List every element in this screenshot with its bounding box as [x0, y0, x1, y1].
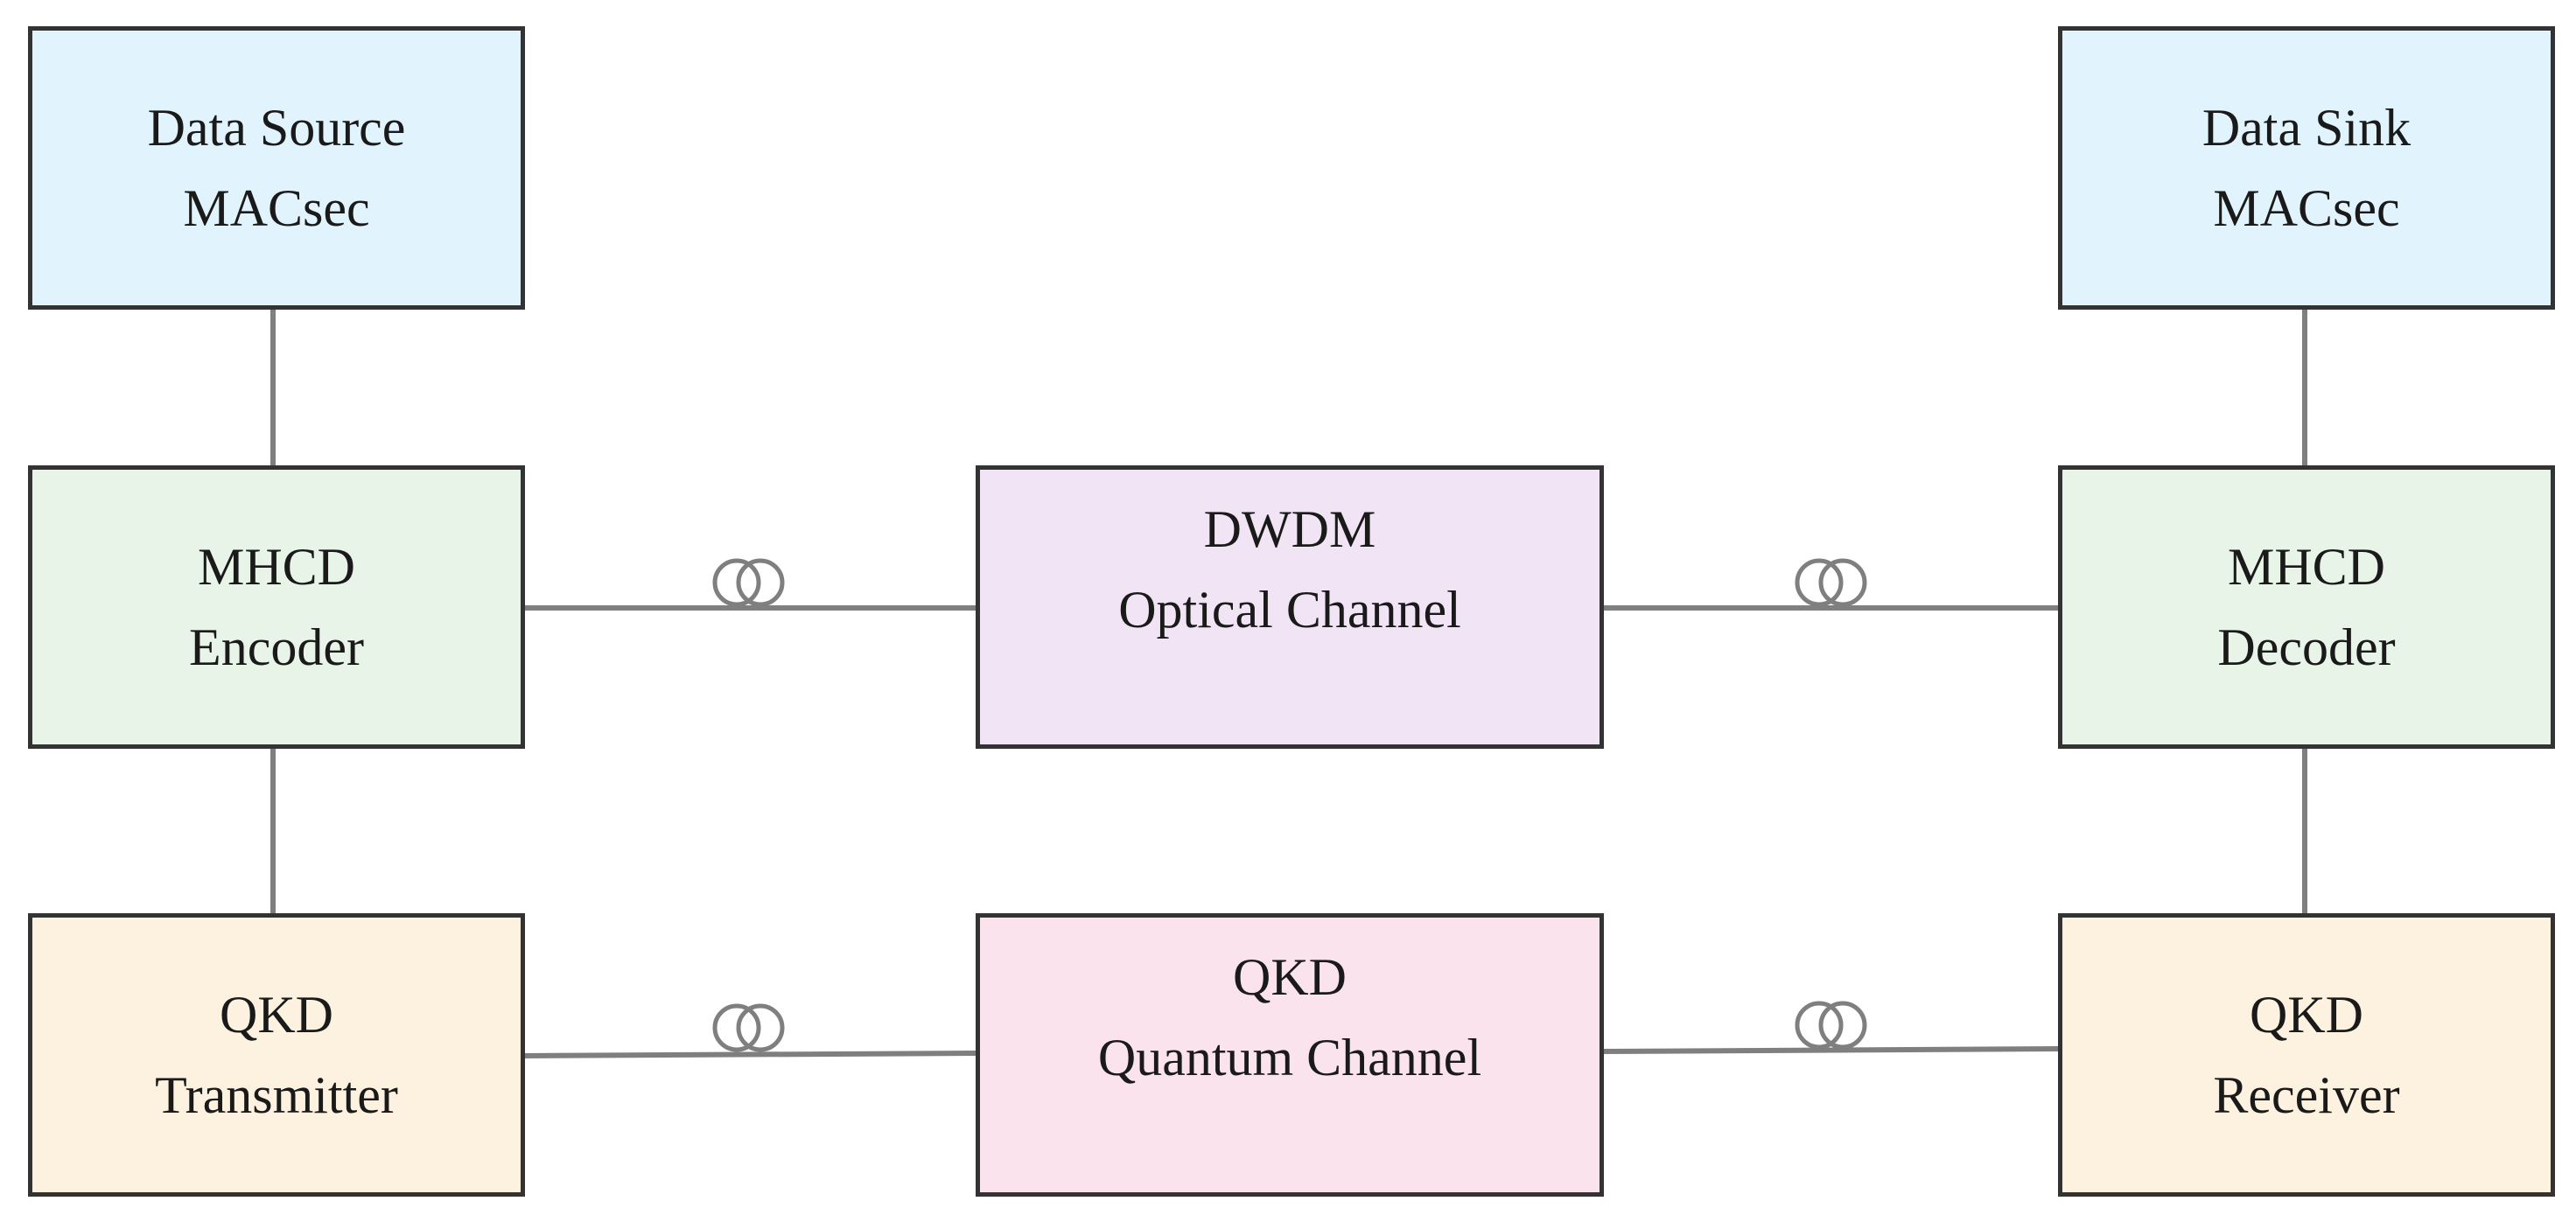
qkd-receiver-sublabel: Receiver [2213, 1066, 2400, 1124]
dwdm-label: DWDM [1203, 500, 1376, 558]
fiber-spool-icon [1795, 1001, 1867, 1050]
data-source-block: Data Source MACsec [28, 26, 525, 310]
fiber-link-transmitter-quantum [524, 1051, 976, 1058]
fiber-spool-icon [1795, 558, 1867, 607]
fiber-link-quantum-receiver [1603, 1046, 2059, 1054]
data-sink-block: Data Sink MACsec [2058, 26, 2555, 310]
dwdm-optical-channel-block: DWDM Optical Channel [976, 465, 1604, 749]
mhcd-decoder-label: MHCD [2227, 538, 2386, 596]
data-sink-label: Data Sink [2202, 99, 2412, 157]
fiber-spool-icon [712, 1003, 785, 1052]
qkd-receiver-label: QKD [2250, 986, 2363, 1044]
qkd-receiver-block: QKD Receiver [2058, 913, 2555, 1197]
mhcd-encoder-block: MHCD Encoder [28, 465, 525, 749]
mhcd-encoder-sublabel: Encoder [189, 618, 364, 676]
mhcd-encoder-label: MHCD [197, 538, 356, 596]
qkd-quantum-channel-block: QKD Quantum Channel [976, 913, 1604, 1197]
mhcd-decoder-sublabel: Decoder [2217, 618, 2396, 676]
data-source-sublabel: MACsec [183, 179, 370, 237]
qkd-transmitter-block: QKD Transmitter [28, 913, 525, 1197]
dwdm-sublabel: Optical Channel [1118, 581, 1461, 639]
qkd-quantum-channel-sublabel: Quantum Channel [1097, 1029, 1482, 1086]
data-sink-sublabel: MACsec [2213, 179, 2400, 237]
fiber-spool-icon [712, 558, 785, 607]
qkd-transmitter-label: QKD [220, 986, 333, 1044]
qkd-transmitter-sublabel: Transmitter [155, 1066, 398, 1124]
qkd-quantum-channel-label: QKD [1233, 948, 1347, 1006]
mhcd-decoder-block: MHCD Decoder [2058, 465, 2555, 749]
data-source-label: Data Source [147, 99, 406, 157]
